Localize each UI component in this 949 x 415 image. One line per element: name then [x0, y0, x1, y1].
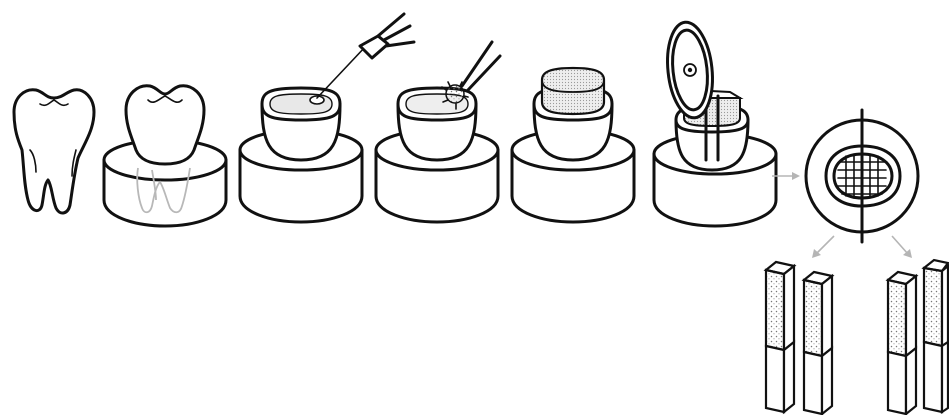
tooth-embedded-in-resin-icon	[104, 86, 226, 226]
composite-buildup-icon	[512, 68, 634, 222]
beam-stick	[804, 272, 832, 414]
beam-stick	[766, 262, 794, 412]
extracted-tooth-icon	[14, 90, 94, 213]
cross-section-grid-icon	[806, 110, 918, 242]
adhesive-brush-application-icon	[376, 42, 500, 222]
resin-dentin-beam-sticks-icon	[766, 260, 948, 414]
beam-stick	[888, 272, 916, 414]
saw-sectioning-icon	[654, 20, 776, 226]
beam-stick	[924, 260, 948, 412]
